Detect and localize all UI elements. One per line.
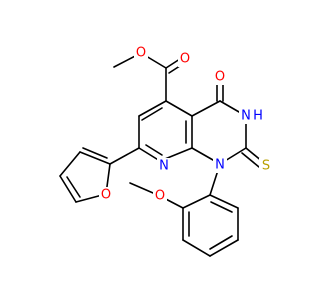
atom-h-on-n3: H: [253, 109, 263, 124]
atom-o-ester-methoxy: O: [136, 46, 146, 61]
atom-n3: N: [241, 109, 251, 124]
atom-o-aryl-methoxy: O: [155, 189, 165, 204]
bond-c7-n8-a: [138, 147, 161, 162]
pyridine-nitrogen: N: [157, 158, 171, 174]
furan-oxygen: O: [99, 187, 113, 203]
atom-o-ring-carbonyl: O: [215, 70, 225, 85]
bond-aryl-c6-c1-a: [209, 194, 239, 209]
bond-c7-n8-b: [145, 144, 163, 156]
bond-layer: [59, 52, 264, 257]
ester-carbonyl-oxygen: O: [178, 51, 192, 67]
bond-c4a-c4: [191, 100, 221, 117]
bond-furan-c2-c3-a: [79, 151, 111, 165]
molecule-canvas: O O O N H S N N O: [59, 45, 273, 257]
molecule-structure: O O O N H S N N O: [59, 45, 273, 257]
aryl-methoxy-oxygen: O: [153, 188, 167, 204]
thione-sulfur: S: [259, 158, 273, 174]
ester-methoxy-oxygen: O: [134, 45, 148, 61]
atom-o-furan: O: [101, 188, 111, 203]
bond-furan-c4-c5-a: [59, 175, 77, 203]
ring-carbonyl-oxygen: O: [213, 69, 227, 85]
bond-c5-c6-a: [138, 100, 167, 117]
n1-nitrogen: N: [213, 157, 227, 173]
atom-s-thione: S: [262, 159, 270, 174]
atom-n8: N: [159, 159, 169, 174]
bond-aryl-c4-c5-b: [209, 235, 233, 250]
bond-c5-c6-b: [141, 107, 163, 121]
bond-aryl-c4-c5-a: [209, 239, 239, 257]
bond-c4a-c5: [165, 100, 193, 117]
bond-aryl-c6-c1-b: [210, 201, 233, 213]
bond-c7-furan-c2: [109, 147, 140, 165]
bond-aryl-c3-c4: [182, 239, 211, 257]
bond-furan-c4-c5-b: [66, 176, 81, 198]
atom-o-ester-carbonyl: O: [180, 52, 190, 67]
bond-c2-s-b: [241, 152, 260, 168]
atom-n1: N: [215, 158, 225, 173]
atom-label-layer: O O O N H S N N O: [99, 45, 273, 204]
bond-aryl-c1-c2: [182, 194, 211, 209]
bond-furan-c3-c4: [59, 151, 81, 177]
bond-furan-c2-c3-b: [82, 147, 108, 159]
nh-group: N H: [239, 108, 265, 124]
